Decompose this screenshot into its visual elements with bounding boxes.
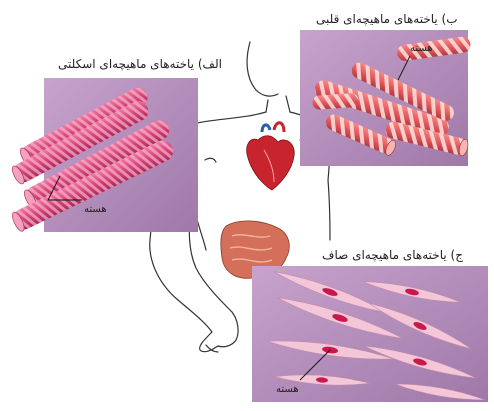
heart-icon (247, 123, 295, 190)
smooth-panel-title: ج) یاخته‌های ماهیچه‌ای صاف (322, 248, 463, 262)
skeletal-panel-title: الف) یاخته‌های ماهیچه‌ای اسکلتی (58, 57, 222, 71)
smooth-nucleus-label: هسته (276, 383, 299, 397)
cardiac-nucleus-label: هسته (410, 42, 433, 56)
cardiac-muscle-panel (300, 30, 472, 166)
skeletal-nucleus-label: هسته (84, 203, 107, 217)
cardiac-panel-title: ب) یاخته‌های ماهیچه‌ای قلبی (316, 12, 458, 26)
